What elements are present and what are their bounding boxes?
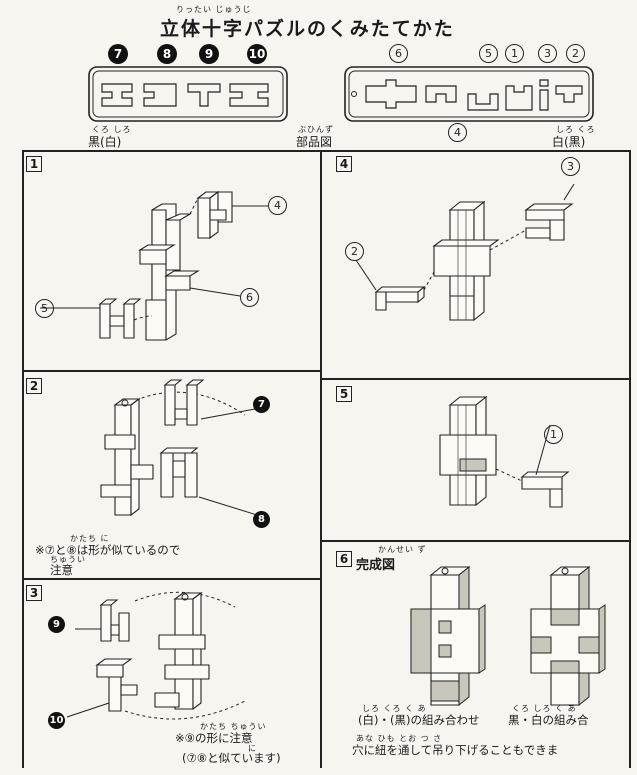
step6-caption-left: (白)・(黒)の組み合わせ	[358, 713, 480, 727]
part-number-5: 5	[479, 44, 498, 63]
step6-caption-bottom: 穴に紐を通して吊り下げることもできま	[352, 743, 559, 757]
part-number-1: 1	[505, 44, 524, 63]
step-number-6: 6	[336, 551, 352, 567]
part-number-8: 8	[157, 44, 177, 64]
step2-note-ruby-1: かたち に	[70, 534, 110, 543]
step1-callout-4: 4	[268, 196, 287, 215]
step2-note-line1: ※⑦と⑧は形が似ているので	[35, 543, 181, 557]
step2-note-line2: 注意	[50, 563, 73, 577]
label-parts-ruby: ぶひんず	[298, 125, 334, 134]
step1-callout-6: 6	[240, 288, 259, 307]
step3-note-ruby-1: かたち ちゅうい	[200, 722, 267, 731]
frame-center-rule	[320, 150, 322, 768]
part-number-7: 7	[108, 44, 128, 64]
step-number-4: 4	[336, 156, 352, 172]
divider-2-3	[22, 578, 321, 580]
step-number-3: 3	[26, 585, 42, 601]
step6-caption-left-ruby: しろ くろ く あ	[362, 704, 427, 713]
step6-caption-right: 黒・白の組み合	[508, 713, 589, 727]
label-white: 白(黒)	[552, 135, 586, 149]
part-number-2: 2	[566, 44, 585, 63]
step3-callout-10: 10	[48, 712, 65, 729]
label-black-ruby: くろ しろ	[92, 125, 132, 134]
part-number-9: 9	[199, 44, 219, 64]
label-parts: 部品図	[296, 135, 333, 149]
step2-illustration	[100, 379, 258, 517]
step5-callout-1: 1	[544, 425, 563, 444]
step2-callout-7: 7	[253, 396, 270, 413]
step3-note-line1: ※⑨の形に注意	[175, 731, 253, 745]
step1-callout-5: 5	[35, 299, 54, 318]
step3-callout-9: 9	[48, 616, 65, 633]
step6-caption-right-ruby: くろ しろ く あ	[512, 704, 577, 713]
step1-illustration	[40, 190, 268, 341]
step6-heading-ruby: かんせい ず	[378, 545, 427, 554]
step3-note-line2: (⑦⑧と似ています)	[182, 751, 281, 765]
part-number-3: 3	[538, 44, 557, 63]
part-number-4: 4	[448, 123, 467, 142]
title-ruby: りったい じゅうじ	[176, 5, 252, 14]
page-title: 立体十字パズルのくみたてかた	[160, 18, 455, 40]
step4-callout-3: 3	[561, 157, 580, 176]
divider-4-5	[320, 378, 629, 380]
step3-note-ruby-2: に	[248, 744, 257, 753]
divider-1-2	[22, 370, 321, 372]
label-white-ruby: しろ くろ	[556, 125, 596, 134]
step6-heading: 完成図	[356, 558, 396, 573]
step-number-5: 5	[336, 386, 352, 402]
step4-callout-2: 2	[345, 242, 364, 261]
part-number-6: 6	[389, 44, 408, 63]
step3-illustration	[66, 591, 246, 720]
part-number-10: 10	[247, 44, 267, 64]
step5-illustration	[439, 395, 570, 508]
step6-illustration	[410, 565, 606, 707]
label-black: 黒(白)	[88, 135, 122, 149]
black-parts-sprue	[88, 66, 288, 122]
frame-left-rule	[22, 150, 24, 768]
step2-callout-8: 8	[253, 511, 270, 528]
step-number-2: 2	[26, 378, 42, 394]
white-parts-sprue	[344, 66, 594, 122]
step4-illustration	[355, 183, 575, 322]
step2-note-ruby-2: ちゅうい	[50, 555, 86, 564]
frame-right-rule	[629, 150, 631, 768]
frame-top-rule	[22, 150, 629, 152]
step-number-1: 1	[26, 156, 42, 172]
divider-5-6	[320, 540, 629, 542]
step6-caption-bottom-ruby: あな ひも とお つ さ	[356, 734, 443, 743]
